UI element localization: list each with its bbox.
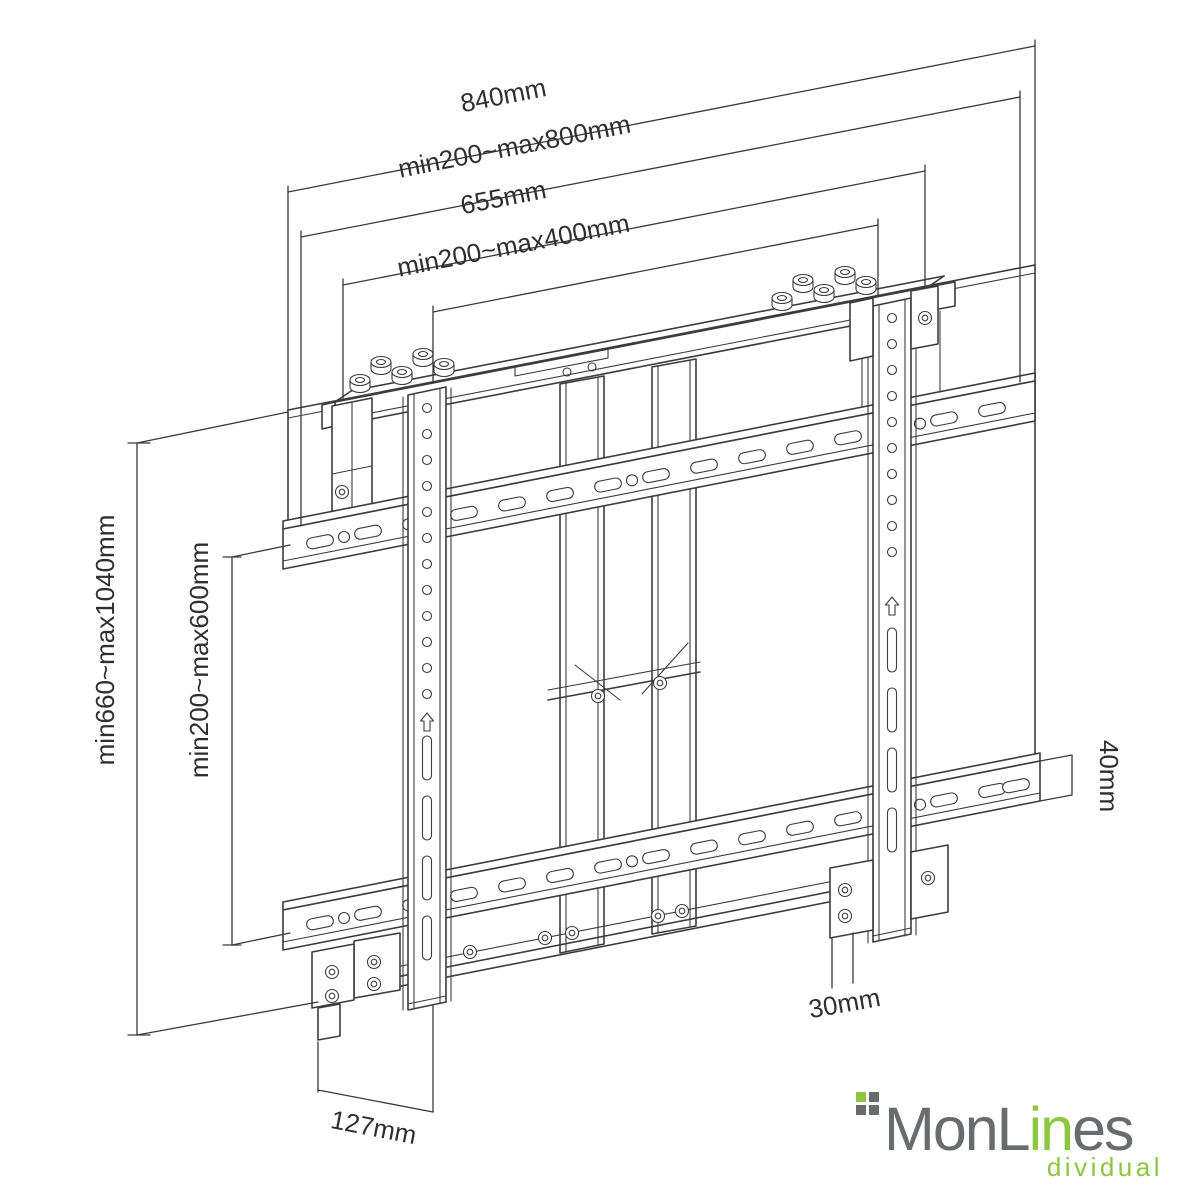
hole-shape xyxy=(421,610,433,622)
monlines-logo: MonLines dividual xyxy=(856,1092,1163,1182)
bslot-shape xyxy=(421,735,433,781)
nut-shape xyxy=(433,357,455,378)
hole-shape xyxy=(421,662,433,674)
logo-wordmark: MonLines xyxy=(884,1095,1133,1163)
hole-shape xyxy=(421,636,433,648)
rhole-shape xyxy=(337,911,351,925)
hole-shape xyxy=(886,494,898,506)
hole-shape xyxy=(886,364,898,376)
left-vesa-bracket xyxy=(402,386,452,1011)
right-slider-foot xyxy=(829,844,949,939)
logo-squares-icon xyxy=(856,1092,879,1115)
dim-label-min200-max400mm: min200~max400mm xyxy=(394,208,632,283)
dim-label-840mm: 840mm xyxy=(458,72,549,118)
screw-shape xyxy=(462,944,478,960)
dim-label-30mm: 30mm xyxy=(806,982,882,1024)
dim-bottom-offset: 30mm xyxy=(806,932,883,1024)
screw-shape xyxy=(537,930,553,946)
left-slider-foot xyxy=(311,932,401,1041)
right-vesa-bracket xyxy=(867,297,917,944)
hole-shape xyxy=(421,506,433,518)
hole-shape xyxy=(886,312,898,324)
hole-shape xyxy=(421,428,433,440)
hole-shape xyxy=(421,480,433,492)
hole-shape xyxy=(886,442,898,454)
nut-shape xyxy=(813,283,835,304)
hole-shape xyxy=(886,546,898,558)
screw-shape xyxy=(564,925,580,941)
hole-shape xyxy=(421,584,433,596)
screw-shape xyxy=(590,688,606,704)
hole-shape xyxy=(886,520,898,532)
screw-shape xyxy=(652,675,668,691)
center-shelf xyxy=(547,642,701,701)
logo-subtitle: dividual xyxy=(1047,1152,1163,1182)
bslot-shape xyxy=(421,795,433,841)
dim-label-40mm: 40mm xyxy=(1094,740,1124,812)
bslot-shape xyxy=(886,807,898,853)
nut-shape xyxy=(792,273,814,294)
hole-shape xyxy=(421,402,433,414)
hole-shape xyxy=(421,454,433,466)
hole-shape xyxy=(421,532,433,544)
nut-shape xyxy=(855,275,877,296)
dim-height-vesa: min200~max600mm xyxy=(184,542,291,946)
rhole-shape xyxy=(337,530,351,544)
dim-label-655mm: 655mm xyxy=(458,174,549,220)
rhole-shape xyxy=(625,474,639,487)
hole-shape xyxy=(886,468,898,480)
dimension-annotations: 840mm min200~max800mm 655mm min200~max40… xyxy=(90,39,1124,1150)
hole-shape xyxy=(886,390,898,402)
nut-shape xyxy=(370,355,392,376)
right-top-clamp xyxy=(849,285,939,362)
bslot-shape xyxy=(421,855,433,901)
bslot-shape xyxy=(421,915,433,961)
nut-shape xyxy=(412,347,434,368)
bslot-shape xyxy=(886,627,898,673)
screw-shape xyxy=(650,908,666,924)
screw-shape xyxy=(674,903,690,919)
nut-shape xyxy=(834,265,856,286)
rhole-shape xyxy=(625,855,639,868)
nut-shape xyxy=(349,373,371,394)
bslot-shape xyxy=(886,747,898,793)
bslot-shape xyxy=(886,687,898,733)
dim-rail-height: 40mm xyxy=(1039,740,1124,812)
dim-label-127mm: 127mm xyxy=(328,1104,419,1150)
dim-label-min200-max600mm: min200~max600mm xyxy=(184,542,214,778)
dim-height-overall: min660~max1040mm xyxy=(90,411,319,1036)
nut-shape xyxy=(771,291,793,312)
hole-shape xyxy=(886,416,898,428)
hole-shape xyxy=(886,338,898,350)
dim-label-min200-max800mm: min200~max800mm xyxy=(395,109,633,184)
hole-shape xyxy=(421,688,433,700)
nut-shape xyxy=(391,365,413,386)
dim-label-min660-max1040mm: min660~max1040mm xyxy=(90,515,120,766)
hole-shape xyxy=(421,558,433,570)
